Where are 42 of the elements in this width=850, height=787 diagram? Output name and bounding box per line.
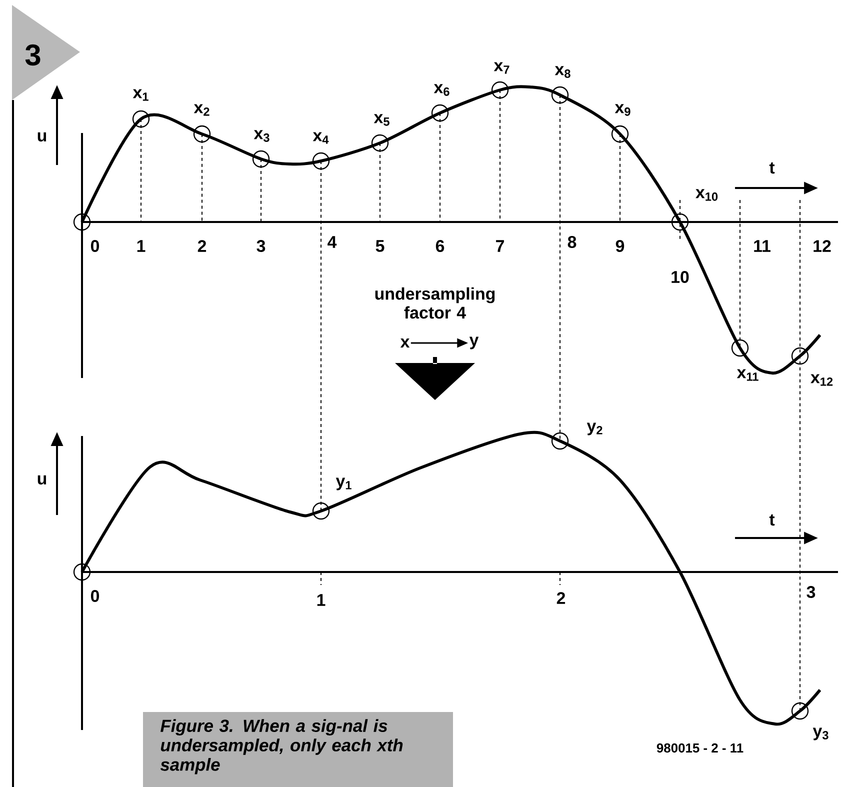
variable-label: x (400, 338, 410, 348)
sample-label: x$_{12}$ (810, 374, 833, 386)
axis-label: t (769, 514, 775, 526)
tick-label: 6 (436, 240, 444, 252)
sample-label: x$_{7}$ (494, 62, 510, 74)
tick-label: 4 (328, 236, 337, 248)
sample-label: x$_{8}$ (554, 66, 570, 78)
sample-label: x$_{4}$ (312, 132, 329, 144)
tick-label: 9 (616, 240, 624, 252)
tick-label: 12 (814, 240, 831, 252)
variable-label: y (469, 336, 479, 350)
tick-label: 1 (137, 240, 146, 252)
tick-label: 8 (568, 236, 576, 248)
axis-label: u (38, 132, 46, 142)
axis-label: t (769, 162, 775, 174)
sample-label: y$_{3}$ (812, 728, 828, 740)
sample-label: x$_{1}$ (132, 89, 148, 101)
sample-label: x$_{10}$ (696, 189, 718, 201)
tick-label: 5 (376, 240, 384, 252)
sample-label: y$_{2}$ (586, 422, 602, 436)
tick-label: 2 (556, 592, 566, 604)
sample-label: x$_{3}$ (254, 130, 270, 142)
sample-label: x$_{6}$ (434, 84, 450, 96)
sample-label: x$_{5}$ (374, 114, 390, 126)
sample-label: x$_{11}$ (736, 369, 758, 381)
figure-number: 3 (25, 44, 40, 66)
tick-label: 11 (754, 240, 770, 252)
tick-label: 7 (496, 240, 504, 252)
tick-label: 3 (256, 240, 266, 252)
tick-label: 2 (198, 240, 206, 252)
sample-label: x$_{2}$ (194, 104, 210, 116)
sample-label: y$_{1}$ (336, 478, 352, 490)
tick-label: 10 (672, 271, 689, 283)
axis-label: u (38, 475, 46, 485)
tick-label: 0 (90, 590, 100, 602)
tick-label: 0 (90, 240, 100, 252)
annotation-text: undersampling factor 4 (375, 287, 495, 319)
drawing-code: 980015 - 2 - 11 (656, 743, 744, 753)
tick-label: 3 (806, 586, 816, 598)
tick-label: 1 (317, 594, 326, 606)
caption-box: Figure 3. When a sig-nal is undersampled, only each xth sample (143, 712, 453, 787)
sample-label: x$_{9}$ (614, 104, 630, 116)
